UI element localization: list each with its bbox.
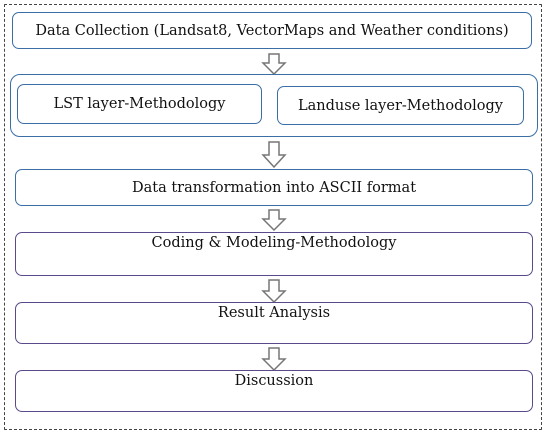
arrow-3-icon [261,209,287,231]
landuse-layer-box: Landuse layer-Methodology [277,86,524,125]
transformation-label: Data transformation into ASCII format [131,179,417,196]
coding-box: Coding & Modeling-Methodology [15,232,533,276]
arrow-5-icon [261,347,287,371]
lst-layer-label: LST layer-Methodology [53,96,226,112]
data-collection-label: Data Collection (Landsat8, VectorMaps an… [35,22,509,39]
result-label: Result Analysis [217,305,331,321]
discussion-box: Discussion [15,370,533,412]
landuse-layer-label: Landuse layer-Methodology [298,97,503,114]
result-box: Result Analysis [15,302,533,344]
coding-label: Coding & Modeling-Methodology [151,235,397,251]
arrow-2-icon [261,141,287,168]
arrow-1-icon [261,53,287,75]
lst-layer-box: LST layer-Methodology [17,84,262,124]
data-collection-box: Data Collection (Landsat8, VectorMaps an… [12,12,532,49]
transformation-box: Data transformation into ASCII format [15,169,533,206]
dashed-frame [4,4,542,430]
arrow-4-icon [261,279,287,303]
discussion-label: Discussion [234,373,314,389]
